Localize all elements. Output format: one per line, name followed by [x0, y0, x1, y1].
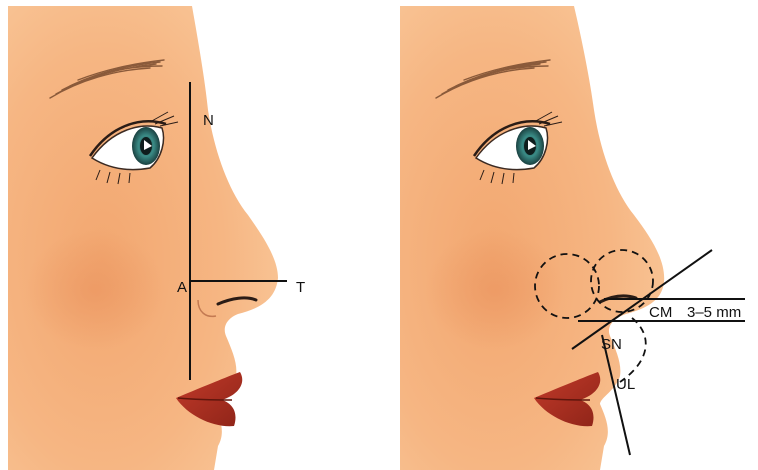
left-face-panel: N A T	[8, 6, 305, 470]
label-n: N	[203, 112, 214, 129]
label-cm: CM	[649, 304, 672, 321]
label-ul: UL	[616, 376, 635, 393]
dashed-lip-arc	[620, 318, 646, 382]
right-face-panel: CM 3–5 mm SN UL	[400, 6, 745, 470]
left-face-skin	[8, 6, 278, 470]
label-measurement: 3–5 mm	[687, 304, 741, 321]
left-cheek-blush	[25, 230, 165, 350]
label-sn: SN	[601, 336, 622, 353]
right-cheek-blush	[425, 230, 565, 350]
label-t: T	[296, 279, 305, 296]
right-face-skin	[400, 6, 664, 470]
label-a: A	[177, 279, 187, 296]
